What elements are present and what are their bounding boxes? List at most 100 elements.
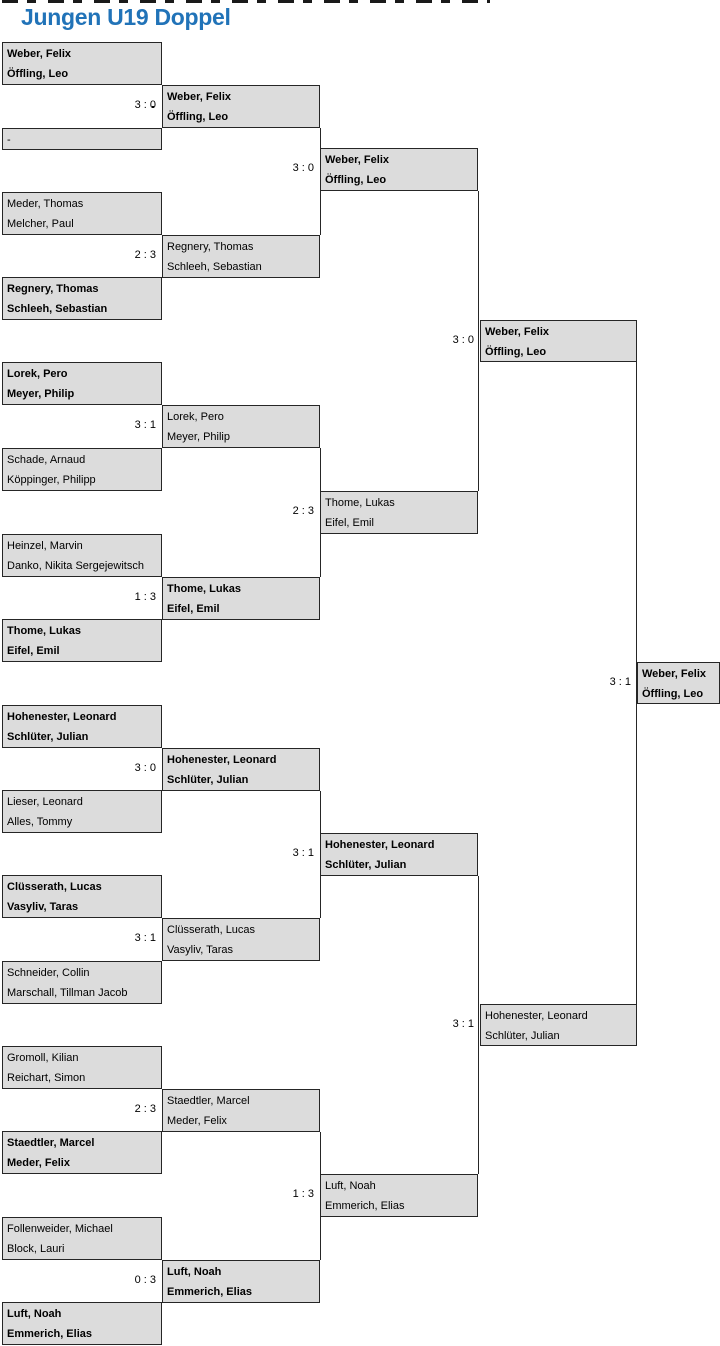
team-name-line: Thome, Lukas bbox=[7, 625, 81, 637]
team-name-line: Emmerich, Elias bbox=[167, 1286, 252, 1298]
match-score: 0 : 3 bbox=[134, 1274, 156, 1286]
team-name-line: Staedtler, Marcel bbox=[167, 1095, 250, 1107]
team-name-line: Lorek, Pero bbox=[7, 368, 68, 380]
team-name-line: Regnery, Thomas bbox=[7, 283, 99, 295]
team-name-line: Schlüter, Julian bbox=[167, 774, 249, 786]
match-score: 2 : 3 bbox=[134, 1103, 156, 1115]
team-name-line: Öffling, Leo bbox=[642, 688, 704, 700]
team-name-line: Follenweider, Michael bbox=[7, 1223, 113, 1235]
match-score: 1 : 3 bbox=[134, 591, 156, 603]
team-name-line: Meder, Thomas bbox=[7, 198, 84, 210]
team-name-line: Melcher, Paul bbox=[7, 218, 74, 230]
team-name-line: Regnery, Thomas bbox=[167, 241, 254, 253]
team-name-line: Thome, Lukas bbox=[325, 497, 395, 509]
team-name-line: Lorek, Pero bbox=[167, 411, 224, 423]
team-name-line: Öffling, Leo bbox=[325, 174, 387, 186]
team-name-line: Hohenester, Leonard bbox=[485, 1010, 588, 1022]
match-score: 3 : 1 bbox=[609, 676, 631, 688]
page-title: Jungen U19 Doppel bbox=[21, 4, 231, 30]
team-name-line: - bbox=[7, 134, 11, 146]
match-score: 3 : 0 bbox=[134, 762, 156, 774]
team-name-line: Öffling, Leo bbox=[485, 346, 547, 358]
team-name-line: Heinzel, Marvin bbox=[7, 540, 83, 552]
team-name-line: Weber, Felix bbox=[167, 91, 231, 103]
team-name-line: Schlüter, Julian bbox=[325, 859, 407, 871]
team-name-line: Meyer, Philip bbox=[167, 431, 230, 443]
team-name-line: Meyer, Philip bbox=[7, 388, 75, 400]
team-name-line: Luft, Noah bbox=[325, 1180, 376, 1192]
team-name-line: Luft, Noah bbox=[7, 1308, 62, 1320]
connector-line bbox=[636, 362, 637, 1004]
team-name-line: Schade, Arnaud bbox=[7, 454, 86, 466]
team-name-line: Öffling, Leo bbox=[167, 111, 229, 123]
score-period-dot bbox=[152, 106, 154, 108]
team-name-line: Weber, Felix bbox=[485, 326, 549, 338]
team-name-line: Weber, Felix bbox=[325, 154, 389, 166]
team-name-line: Luft, Noah bbox=[167, 1266, 222, 1278]
match-score: 3 : 1 bbox=[452, 1018, 474, 1030]
team-name-line: Meder, Felix bbox=[167, 1115, 227, 1127]
team-name-line: Gromoll, Kilian bbox=[7, 1052, 79, 1064]
team-name-line: Meder, Felix bbox=[7, 1157, 70, 1169]
team-name-line: Schlüter, Julian bbox=[485, 1030, 560, 1042]
team-name-line: Hohenester, Leonard bbox=[7, 711, 117, 723]
team-name-line: Eifel, Emil bbox=[7, 645, 60, 657]
team-name-line: Clüsserath, Lucas bbox=[7, 881, 102, 893]
team-name-line: Hohenester, Leonard bbox=[167, 754, 277, 766]
team-name-line: Clüsserath, Lucas bbox=[167, 924, 256, 936]
match-score: 3 : 1 bbox=[134, 419, 156, 431]
team-name-line: Reichart, Simon bbox=[7, 1072, 86, 1084]
connector-line bbox=[478, 191, 479, 491]
match-score: 1 : 3 bbox=[292, 1188, 314, 1200]
match-score: 2 : 3 bbox=[134, 249, 156, 261]
team-name-line: Vasyliv, Taras bbox=[167, 944, 234, 956]
team-name-line: Weber, Felix bbox=[7, 48, 71, 60]
match-score: 3 : 0 bbox=[292, 162, 314, 174]
team-name-line: Eifel, Emil bbox=[325, 517, 374, 529]
team-box-r1-2: - bbox=[2, 128, 162, 150]
team-name-line: Schlüter, Julian bbox=[7, 731, 89, 743]
team-name-line: Eifel, Emil bbox=[167, 603, 220, 615]
match-score: 3 : 0 bbox=[452, 334, 474, 346]
match-score: 2 : 3 bbox=[292, 505, 314, 517]
team-name-line: Emmerich, Elias bbox=[325, 1200, 405, 1212]
team-name-line: Lieser, Leonard bbox=[7, 796, 83, 808]
team-name-line: Thome, Lukas bbox=[167, 583, 241, 595]
match-score: 3 : 1 bbox=[134, 932, 156, 944]
team-name-line: Weber, Felix bbox=[642, 668, 706, 680]
team-name-line: Vasyliv, Taras bbox=[7, 901, 79, 913]
team-name-line: Staedtler, Marcel bbox=[7, 1137, 95, 1149]
team-name-line: Schleeh, Sebastian bbox=[167, 261, 262, 273]
team-name-line: Schleeh, Sebastian bbox=[7, 303, 108, 315]
team-name-line: Hohenester, Leonard bbox=[325, 839, 435, 851]
team-name-line: Danko, Nikita Sergejewitsch bbox=[7, 560, 144, 572]
match-score: 3 : 0 bbox=[134, 99, 156, 111]
connector-line bbox=[478, 876, 479, 1174]
team-name-line: Schneider, Collin bbox=[7, 967, 90, 979]
clipped-text-artifact bbox=[2, 0, 490, 3]
team-name-line: Köppinger, Philipp bbox=[7, 474, 96, 486]
